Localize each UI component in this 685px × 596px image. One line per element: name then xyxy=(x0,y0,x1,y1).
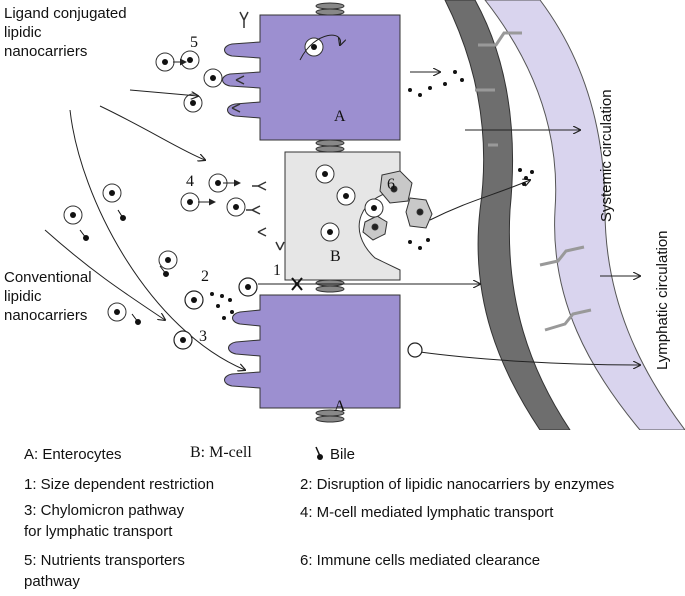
pathway-5-label: 5 xyxy=(190,34,198,51)
enterocyte-top xyxy=(222,14,401,141)
mcell-label: B xyxy=(330,248,341,265)
legend-item-2: 2: Disruption of lipidic nanocarriers by… xyxy=(300,476,615,493)
nanocarrier-cores xyxy=(70,44,377,315)
legend-item-5: 5: Nutrients transporters pathway xyxy=(24,552,185,590)
pathway-4-label: 4 xyxy=(186,173,194,190)
restriction-mark xyxy=(291,277,303,291)
ligand-nanocarriers-label: Ligand conjugated lipidic nanocarriers xyxy=(4,5,127,60)
immune-cells xyxy=(362,170,433,241)
legend-item-4: 4: M-cell mediated lymphatic transport xyxy=(300,504,554,521)
systemic-circulation-label: Systemic circulation xyxy=(598,89,615,222)
blood-vessel xyxy=(444,0,571,430)
lymphatic-circulation-label: Lymphatic circulation xyxy=(654,230,671,370)
pathway-1-label: 1 xyxy=(273,262,281,279)
lipid-fragments xyxy=(210,70,534,320)
nanocarrier-transport-diagram xyxy=(44,0,685,430)
enterocyte-label-bottom: A xyxy=(334,398,346,415)
legend-item-1: 1: Size dependent restriction xyxy=(24,476,215,493)
vessel-junction-marks xyxy=(475,31,592,332)
tight-junctions xyxy=(315,2,345,423)
legend-bile: Bile xyxy=(330,446,356,463)
lymphatic-vessel xyxy=(484,0,685,430)
legend-item-6: 6: Immune cells mediated clearance xyxy=(300,552,541,569)
enterocyte-bottom xyxy=(224,294,401,409)
pathway-3-label: 3 xyxy=(199,328,207,345)
conventional-nanocarriers-label: Conventional lipidic nanocarriers xyxy=(4,269,92,324)
chylomicron-cores xyxy=(180,284,251,343)
pathway-6-label: 6 xyxy=(387,176,395,193)
pathway-arrows xyxy=(44,34,640,370)
bile-marks xyxy=(79,209,169,325)
ligand-receptors xyxy=(231,11,285,251)
legend-item-3: 3: Chylomicron pathway for lymphatic tra… xyxy=(24,502,185,540)
pathway-2-label: 2 xyxy=(201,268,209,285)
m-cell xyxy=(284,151,401,281)
bile-icon xyxy=(315,446,323,460)
legend-enterocytes: A: Enterocytes xyxy=(24,446,122,463)
legend-mcell: B: M-cell xyxy=(190,444,252,461)
enterocyte-label-top: A xyxy=(334,108,346,125)
